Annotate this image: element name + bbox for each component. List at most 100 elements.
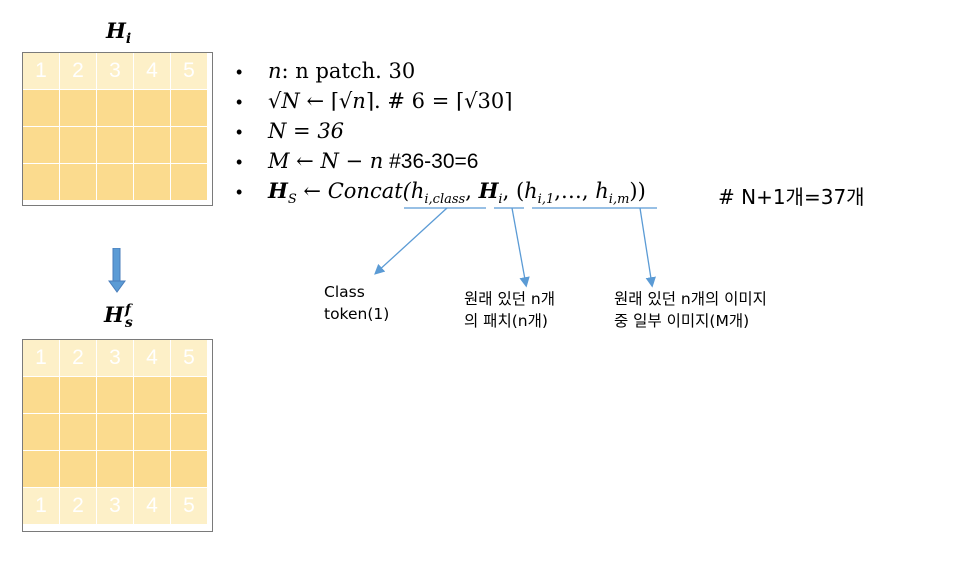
formula-item-M: •M ← N − n #36-30=6	[236, 146, 646, 176]
formula-arrow: ←	[299, 89, 331, 113]
concat-term-class-sub: i,class	[424, 192, 466, 208]
ceil-close-2: ⌉	[504, 89, 513, 113]
formula-comment: . # 6 =	[374, 89, 456, 113]
grid-cell	[96, 376, 134, 414]
grid-cell	[170, 163, 208, 201]
top-grid-header-row: 1 2 3 4 5	[22, 52, 208, 90]
grid-cell	[170, 450, 208, 488]
bullet-marker: •	[236, 92, 243, 112]
formula-item-sqrt: •√N ← ⌈√n⌉. # 6 = ⌈√30⌉	[236, 86, 646, 116]
bottom-grid-label-sub: s	[124, 314, 133, 331]
grid-cell	[170, 126, 208, 164]
grid-cell	[22, 376, 60, 414]
grid-cell	[170, 89, 208, 127]
grid-cell	[59, 163, 97, 201]
grid-cell-number: 5	[170, 52, 208, 90]
grid-cell	[170, 376, 208, 414]
grid-cell	[59, 450, 97, 488]
formula-item-n: • n: n patch. 30	[236, 56, 646, 86]
grid-cell-number: 1	[22, 52, 60, 90]
grid-cell	[59, 413, 97, 451]
bottom-grid-row	[22, 376, 208, 414]
down-arrow-icon	[108, 248, 126, 293]
grid-cell-number: 5	[170, 487, 208, 525]
ceil-close: ⌉	[365, 89, 375, 113]
grid-cell	[59, 89, 97, 127]
arrow-patches	[511, 207, 530, 288]
concat-comma: ,	[465, 179, 479, 203]
formula-item-concat: •HS ← Concat(hi,class, Hi, (hi,1,…, hi,m…	[236, 176, 646, 208]
grid-cell	[133, 126, 171, 164]
grid-cell	[22, 89, 60, 127]
grid-cell	[96, 163, 134, 201]
formula-var: n	[268, 59, 282, 83]
concat-lhs: H	[268, 178, 288, 203]
bottom-patch-grid: 1 2 3 4 5 1 2 3 4 5	[22, 339, 208, 525]
grid-cell	[96, 89, 134, 127]
formula-text: N = 36	[268, 119, 345, 143]
concat-term-patches-sub: i	[498, 192, 503, 208]
top-grid-row	[22, 126, 208, 164]
bullet-marker: •	[236, 152, 243, 172]
concat-term-first: h	[524, 179, 538, 203]
grid-cell-number: 2	[59, 52, 97, 90]
grid-cell	[59, 126, 97, 164]
top-grid-row	[22, 163, 208, 201]
grid-cell-number: 4	[133, 487, 171, 525]
formula-text: : n patch. 30	[281, 59, 416, 83]
concat-close: ))	[629, 179, 646, 203]
grid-cell	[96, 450, 134, 488]
grid-cell-number: 3	[96, 339, 134, 377]
concat-term-class: h	[410, 179, 425, 203]
grid-cell	[133, 163, 171, 201]
grid-cell-number: 3	[96, 487, 134, 525]
formula-expr: M ← N − n	[268, 149, 384, 173]
bottom-grid-label-sup: f	[124, 301, 131, 318]
top-grid-row	[22, 89, 208, 127]
bottom-grid-row	[22, 413, 208, 451]
concat-term-last-sub: i,m	[608, 192, 630, 208]
arrow-images	[639, 207, 656, 288]
concat-term-first-sub: i,1	[537, 192, 555, 208]
concat-lhs-sub: S	[287, 192, 297, 208]
grid-cell-number: 1	[22, 487, 60, 525]
ceil-inner-2: √30	[464, 89, 505, 113]
annotation-class-token: Class token(1)	[324, 283, 390, 323]
bullet-marker: •	[236, 182, 243, 202]
grid-cell-number: 2	[59, 339, 97, 377]
grid-cell	[133, 376, 171, 414]
grid-cell	[22, 413, 60, 451]
ceil-open-2: ⌈	[455, 89, 465, 113]
top-grid-label: Hi	[106, 18, 131, 47]
annotation-patches: 원래 있던 n개 의 패치(n개)	[464, 290, 555, 330]
arrow-class-token	[374, 207, 448, 275]
token-count-note: # N+1개=37개	[718, 185, 865, 209]
top-grid-label-sub: i	[125, 31, 132, 48]
concat-comma-paren: , (	[502, 179, 525, 203]
ceil-inner: √n	[338, 89, 366, 113]
formula-list: •n: n patch. 30 •√N ← ⌈√n⌉. # 6 = ⌈√30⌉ …	[236, 56, 646, 208]
grid-cell-number: 3	[96, 52, 134, 90]
formula-lhs: √N	[268, 89, 300, 113]
bottom-grid-row	[22, 450, 208, 488]
grid-cell	[96, 126, 134, 164]
bullet-marker: •	[236, 62, 243, 82]
top-grid-label-base: H	[106, 18, 126, 43]
grid-cell-number: 4	[133, 339, 171, 377]
grid-cell	[133, 413, 171, 451]
concat-ellipsis: ,…,	[554, 179, 596, 203]
grid-cell	[22, 126, 60, 164]
concat-term-patches: H	[478, 178, 499, 203]
bottom-grid-header-row: 1 2 3 4 5	[22, 339, 208, 377]
top-patch-grid: 1 2 3 4 5	[22, 52, 208, 201]
grid-cell	[133, 89, 171, 127]
bullet-marker: •	[236, 122, 243, 142]
formula-item-N: • N = 36	[236, 116, 646, 146]
bottom-grid-label-base: H	[104, 302, 124, 327]
grid-cell-number: 2	[59, 487, 97, 525]
bottom-grid-footer-row: 1 2 3 4 5	[22, 487, 208, 525]
grid-cell	[96, 413, 134, 451]
grid-cell	[59, 376, 97, 414]
grid-cell	[22, 163, 60, 201]
